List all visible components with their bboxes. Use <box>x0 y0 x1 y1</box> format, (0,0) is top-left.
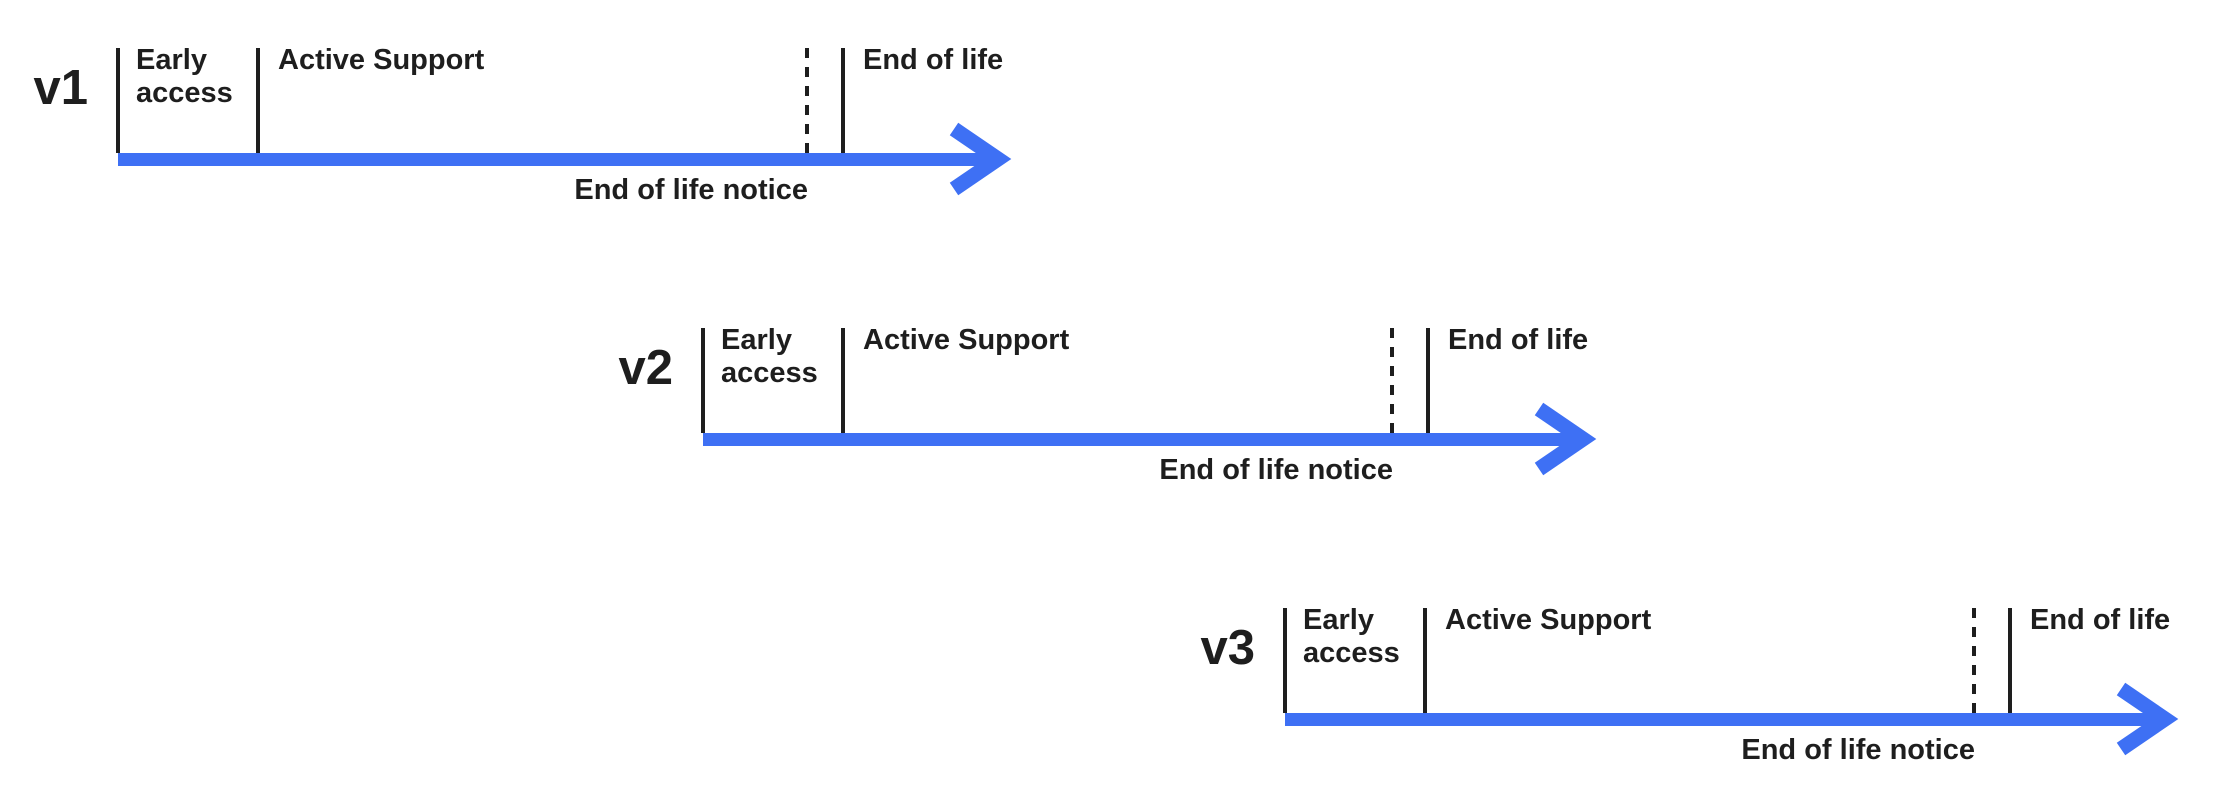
active-support-start-tick <box>256 48 260 153</box>
arrowhead-icon <box>949 122 1012 196</box>
early-access-label: Early access <box>1303 604 1400 669</box>
end-of-life-tick <box>1426 328 1430 433</box>
early-access-label: Early access <box>721 324 818 389</box>
timeline-row-v3: v3 Early access Active Support End of li… <box>1200 604 2225 788</box>
active-support-label: Active Support <box>1445 604 1652 636</box>
version-label: v1 <box>33 61 88 115</box>
end-of-life-label: End of life <box>2030 604 2171 636</box>
active-support-label: Active Support <box>278 44 485 76</box>
end-of-life-notice-dashed-line <box>1390 328 1394 433</box>
end-of-life-tick <box>2008 608 2012 713</box>
timeline-arrow-bar <box>1285 713 2165 726</box>
end-of-life-notice-label: End of life notice <box>574 174 808 206</box>
version-label: v2 <box>618 341 673 395</box>
end-of-life-notice-label: End of life notice <box>1159 454 1393 486</box>
end-of-life-label: End of life <box>863 44 1004 76</box>
active-support-start-tick <box>841 328 845 433</box>
end-of-life-notice-dashed-line <box>805 48 809 153</box>
arrowhead-icon <box>2116 682 2179 756</box>
early-access-start-tick <box>1283 608 1287 713</box>
timeline-arrow-bar <box>703 433 1583 446</box>
version-label: v3 <box>1200 621 1255 675</box>
end-of-life-notice-label: End of life notice <box>1741 734 1975 766</box>
end-of-life-label: End of life <box>1448 324 1589 356</box>
early-access-start-tick <box>701 328 705 433</box>
timeline-row-v2: v2 Early access Active Support End of li… <box>618 324 1643 508</box>
end-of-life-tick <box>841 48 845 153</box>
timeline-arrow-bar <box>118 153 998 166</box>
early-access-start-tick <box>116 48 120 153</box>
early-access-label: Early access <box>136 44 233 109</box>
arrowhead-icon <box>1534 402 1597 476</box>
end-of-life-notice-dashed-line <box>1972 608 1976 713</box>
timeline-row-v1: v1 Early access Active Support End of li… <box>33 44 1058 228</box>
active-support-start-tick <box>1423 608 1427 713</box>
active-support-label: Active Support <box>863 324 1070 356</box>
